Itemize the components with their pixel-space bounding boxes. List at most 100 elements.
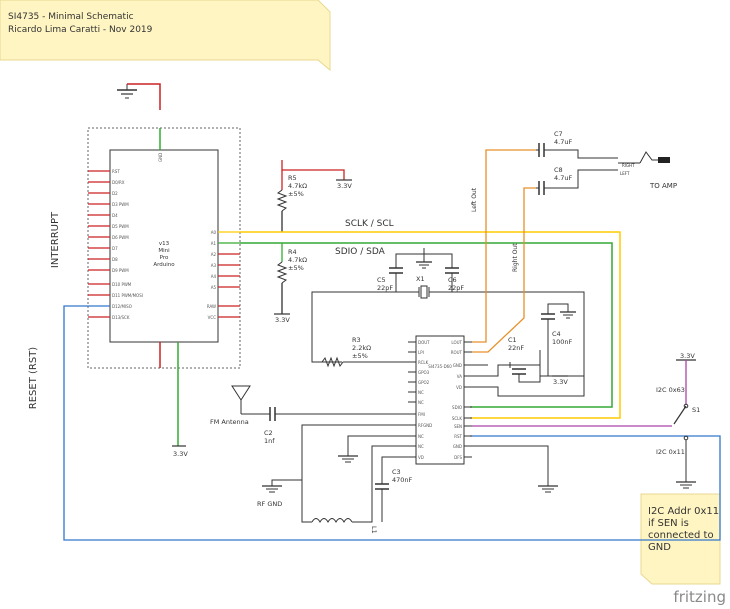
si4735-right-pins: LOUT ROUT GND VA VD SDIO SCLK SEN RST GN…	[451, 340, 472, 460]
cap-c3: C3 470nF	[375, 456, 413, 522]
si-pin-label: VD	[418, 455, 424, 460]
s1-label: S1	[692, 406, 700, 414]
jack-left: LEFT	[620, 171, 630, 176]
arduino-pin-label: D12/MISO	[112, 304, 132, 309]
arduino-top-pin: GND	[158, 153, 163, 162]
arduino-pin-label: D8	[112, 257, 118, 262]
power-label: 3.3V	[337, 182, 352, 190]
si-pin-label: DFS	[454, 455, 462, 460]
arduino-name-line: Pro	[160, 255, 169, 261]
si-pin-label: DOUT	[418, 340, 430, 345]
c2-name: C2	[264, 429, 273, 437]
title-line1: SI4735 - Minimal Schematic	[8, 12, 134, 22]
si-pin-label: NC	[418, 434, 424, 439]
arduino-pin-label: A3	[211, 263, 217, 268]
si-pin-label: VA	[457, 374, 462, 379]
si-pin-label: NC	[418, 444, 424, 449]
power-label: 3.3V	[680, 352, 695, 360]
si-pin-label: FMI	[418, 412, 425, 417]
arduino-pin-label: D9 PWM	[112, 268, 129, 273]
arduino-pin-label: D11 PWM/MOSI	[112, 293, 143, 298]
nc-ground	[338, 435, 408, 463]
arduino-pin-label: D2	[112, 191, 118, 196]
c6-name: C6	[448, 276, 457, 284]
fritzing-logo: fritzing	[673, 588, 726, 606]
r5-name: R5	[288, 174, 297, 182]
reset-wire	[63, 305, 721, 541]
c5-value: 22pF	[377, 284, 393, 292]
fm-antenna-section: FM Antenna C2 1nf	[210, 385, 408, 445]
fritzing-logo-text: fritzing	[673, 588, 726, 606]
to-amp-label: TO AMP	[649, 182, 677, 190]
l1-label: L1	[370, 526, 378, 534]
addr-line1: I2C Addr 0x11	[648, 506, 719, 517]
c3-value: 470nF	[392, 476, 413, 484]
fm-antenna-label: FM Antenna	[210, 418, 249, 426]
arduino-name-line: Mini	[158, 248, 170, 254]
r4-tol: ±5%	[288, 264, 304, 272]
arduino-vcc-33v: 3.3V	[172, 445, 188, 458]
arduino-pro-mini: GND RST D0/RX D2 D3 PWM D4 D5 PWM D6 PWM	[87, 127, 241, 446]
x1-label: X1	[416, 275, 425, 283]
i2c-11-label: I2C 0x11	[656, 448, 685, 456]
si-pin-label: GPO3	[418, 370, 430, 375]
si-pin-label: RST	[454, 434, 462, 439]
c1-value: 22nF	[508, 344, 524, 352]
arduino-pin-label: D13/SCK	[112, 315, 130, 320]
c4-name: C4	[552, 330, 561, 338]
arduino-pin-label: RAW	[207, 304, 216, 309]
c6-value: 22pF	[448, 284, 464, 292]
title-note: SI4735 - Minimal Schematic Ricardo Lima …	[0, 0, 331, 72]
arduino-pin-label: A2	[211, 252, 217, 257]
left-out-label: Left Out	[471, 187, 478, 212]
sdio-label: SDIO / SDA	[335, 247, 386, 257]
rf-gnd-label: RF GND	[257, 500, 282, 508]
arduino-name-line: Arduino	[153, 262, 175, 268]
si-pin-label: LOUT	[451, 340, 462, 345]
si-pin-label: GND	[453, 444, 462, 449]
c3-name: C3	[392, 468, 401, 476]
addr-line3: connected to	[648, 530, 714, 541]
si-pin-label: VD	[456, 385, 462, 390]
right-out-label: Right Out	[512, 243, 519, 272]
arduino-pin-label: VCC	[208, 315, 217, 320]
si-pin-label: RCLK	[418, 360, 429, 365]
addr-line2: if SEN is	[648, 518, 689, 529]
arduino-right-pins: A0 A1 A2 A3 A4 A5 RAW VCC	[207, 230, 240, 320]
sen-switch: 3.3V I2C 0x63 S1 I2C 0x11	[472, 352, 700, 489]
si-pin-label: SCLK	[452, 416, 463, 421]
si-pin-label: ROUT	[451, 350, 463, 355]
arduino-pin-label: D7	[112, 246, 118, 251]
si-pin-label: SEN	[454, 424, 462, 429]
arduino-pin-label: D10 PWM	[112, 282, 132, 287]
power-label: 3.3V	[173, 450, 188, 458]
arduino-pin-label: D6 PWM	[112, 235, 129, 240]
chip-ground-right	[472, 445, 558, 493]
arduino-pin-label: D5 PWM	[112, 224, 129, 229]
resistor-r4: 3.3V R4 4.7kΩ ±5%	[274, 243, 307, 324]
c8-value: 4.7uF	[554, 174, 572, 182]
ground-symbol-top	[117, 83, 161, 110]
jack-right: RIGHT	[622, 163, 635, 168]
arduino-left-pins: RST D0/RX D2 D3 PWM D4 D5 PWM D6 PWM D7 …	[88, 169, 143, 320]
resistor-r5: 3.3V R5 4.7kΩ ±5%	[276, 160, 352, 232]
c2-value: 1nf	[264, 437, 275, 445]
si-pin-label: RFGND	[418, 423, 432, 428]
power-label: 3.3V	[275, 316, 290, 324]
i2c-63-label: I2C 0x63	[656, 386, 685, 394]
c4-value: 100nF	[552, 338, 573, 346]
si-pin-label: NC	[418, 400, 424, 405]
arduino-pin-label: A5	[211, 285, 217, 290]
audio-out-section: Left Out Right Out C7 4.7uF C8 4.7uF RIG…	[471, 130, 677, 353]
inductor-l1: L1	[301, 445, 408, 534]
si-pin-label: SDIO	[452, 405, 462, 410]
si-pin-label: GPO2	[418, 380, 430, 385]
arduino-pin-label: D4	[112, 213, 118, 218]
sclk-label: SCLK / SCL	[345, 219, 394, 229]
c7-name: C7	[554, 130, 563, 138]
resistor-r3: R3 2.2kΩ ±5%	[312, 336, 416, 368]
r3-name: R3	[352, 336, 361, 344]
reset-label: RESET (RST)	[28, 347, 39, 410]
